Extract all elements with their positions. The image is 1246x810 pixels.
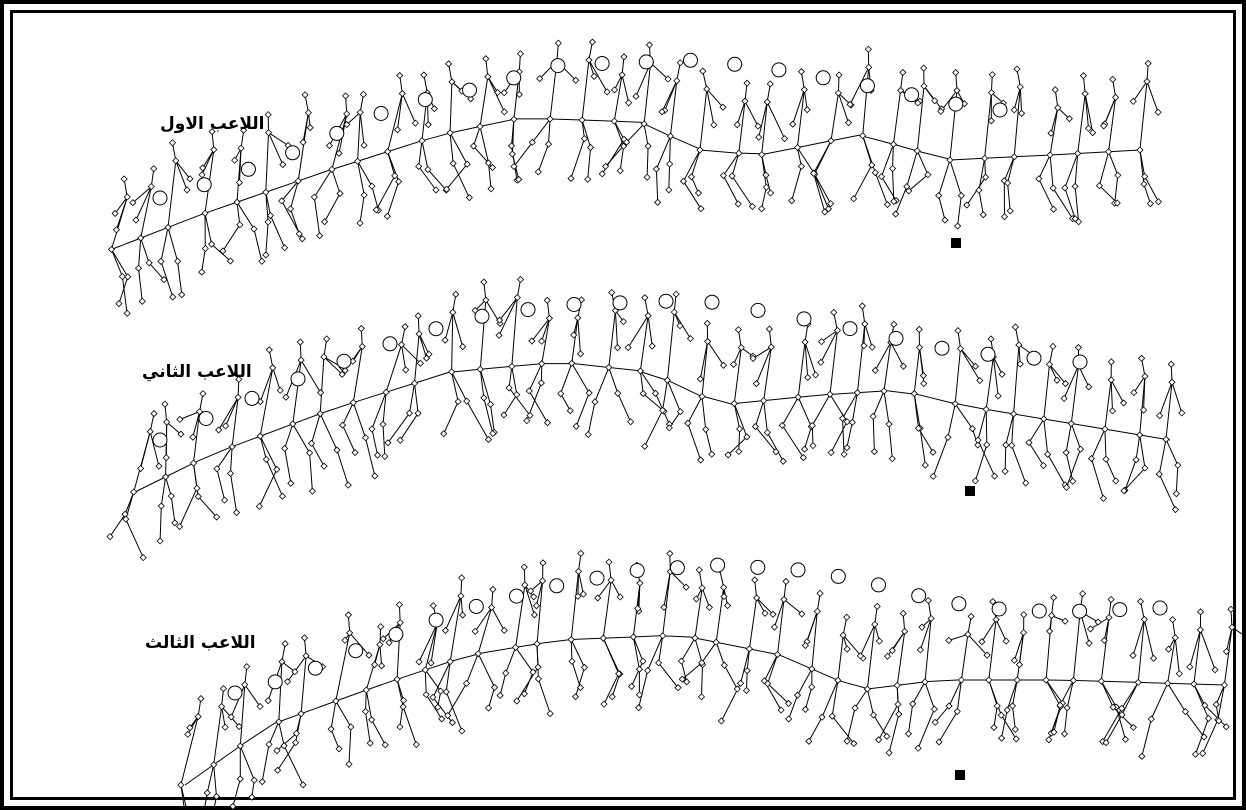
panel-player-3 <box>178 550 1246 810</box>
panel-player-2 <box>107 276 1185 560</box>
player-2-label: اللاعب الثاني <box>142 362 252 382</box>
player-1-label: اللاعب الاول <box>160 114 264 134</box>
player-3-label: اللاعب الثالث <box>145 633 256 653</box>
panel-player-1 <box>108 39 1161 316</box>
